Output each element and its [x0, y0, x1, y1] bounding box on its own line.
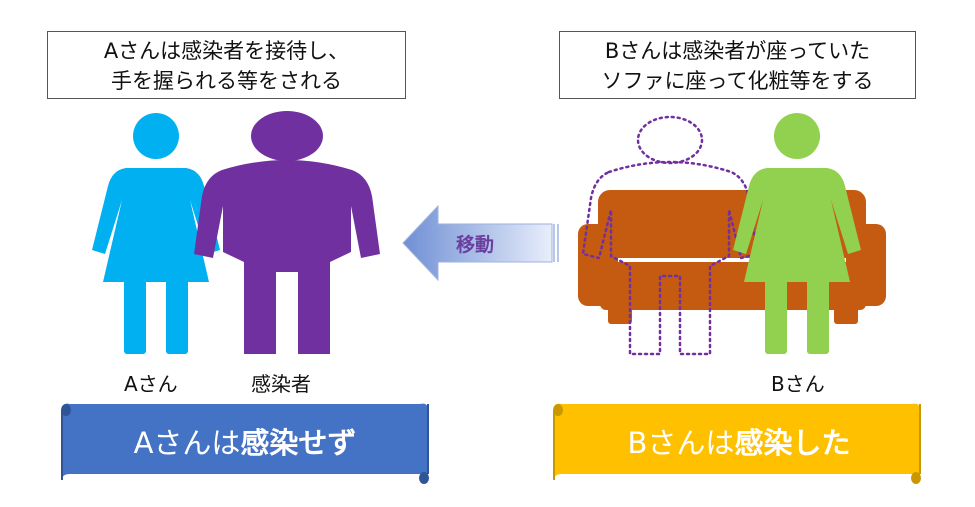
callout-a-line2: 手を握られる等をされる: [111, 69, 342, 93]
callout-person-b: Bさんは感染者が座っていた ソファに座って化粧等をする: [559, 31, 916, 99]
infected-person-label: 感染者: [251, 372, 311, 396]
banner-a-prefix: Aさんは: [133, 426, 241, 460]
callout-b-line2: ソファに座って化粧等をする: [601, 69, 874, 93]
person-a-icon: [92, 113, 220, 354]
infected-person-icon: [194, 111, 380, 354]
banner-b: [553, 403, 921, 484]
move-label: 移動: [456, 234, 495, 256]
person-a-label: Aさん: [124, 372, 178, 396]
callout-a-line1: Aさんは感染者を接待し、: [103, 39, 350, 63]
banner-a-text: Aさんは感染せず: [70, 420, 420, 462]
move-arrow: [402, 204, 559, 282]
person-b-label: Bさん: [771, 372, 825, 396]
banner-a-result: 感染せず: [240, 426, 357, 460]
banner-b-prefix: Bさんは: [627, 426, 735, 460]
callout-person-a: Aさんは感染者を接待し、 手を握られる等をされる: [47, 31, 406, 99]
person-b-icon: [733, 113, 861, 354]
infected-person-outline-icon: [581, 115, 759, 356]
banner-a: [61, 403, 429, 484]
banner-b-result: 感染した: [734, 426, 851, 460]
callout-b-line1: Bさんは感染者が座っていた: [604, 39, 871, 63]
banner-b-text: Bさんは感染した: [560, 420, 918, 462]
